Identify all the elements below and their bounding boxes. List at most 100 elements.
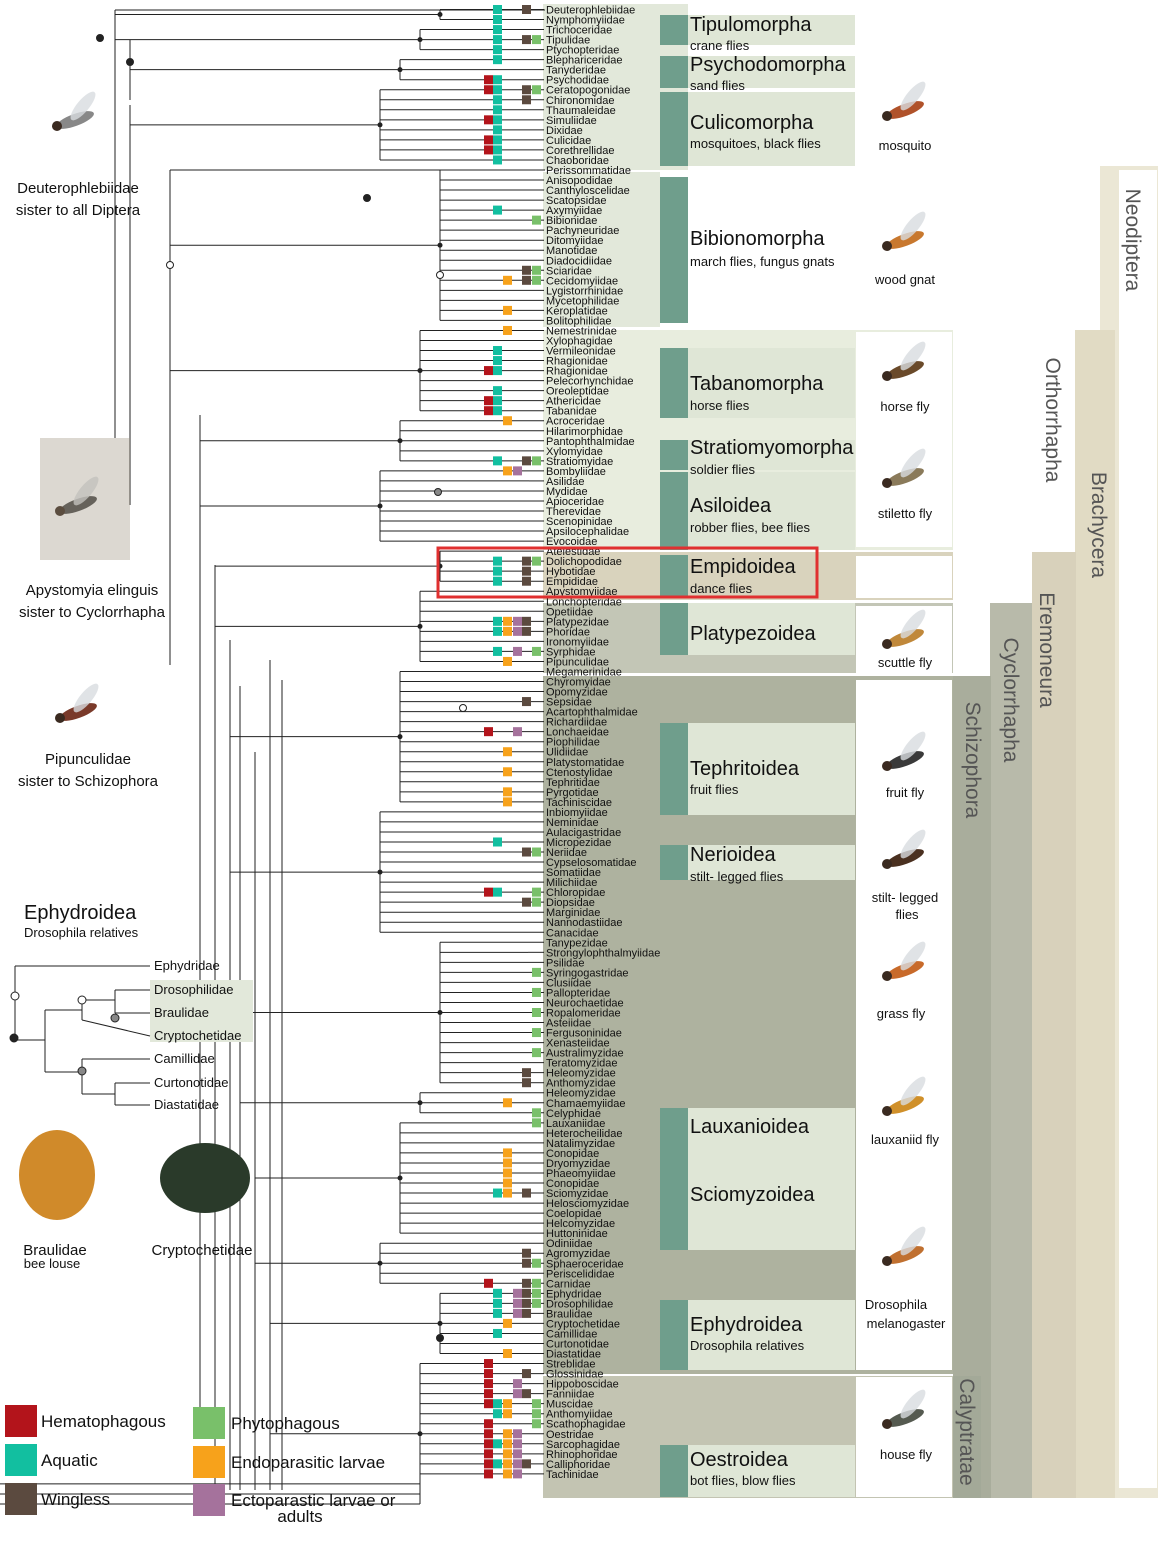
group-name: Culicomorpha: [690, 112, 814, 134]
family-label: Perissommatidae: [546, 165, 631, 177]
trait-square: [493, 145, 502, 155]
group-name: Psychodomorpha: [690, 54, 847, 76]
fly-head: [882, 371, 892, 381]
family-label: Australimyzidae: [546, 1048, 624, 1060]
trait-square: [503, 767, 512, 777]
group-name: Tipulomorpha: [690, 14, 812, 36]
trait-square: [532, 215, 541, 225]
family-label: Megamerinidae: [546, 666, 622, 678]
family-label: Teratomyzidae: [546, 1058, 618, 1070]
trait-square: [484, 1359, 493, 1369]
trait-square: [522, 1258, 531, 1268]
family-label: Keroplatidae: [546, 305, 608, 317]
group-common-name: horse flies: [690, 398, 750, 413]
trait-square: [493, 456, 502, 466]
stilt-legged-fly-picture: [882, 829, 926, 869]
family-label: Camillidae: [546, 1328, 597, 1340]
trait-square: [484, 1389, 493, 1399]
trait-square: [532, 897, 541, 907]
trait-square: [522, 1068, 531, 1078]
inset-subtitle: Drosophila relatives: [24, 925, 139, 940]
schizophora-band: [953, 676, 991, 1498]
family-label: Oestridae: [546, 1429, 594, 1441]
star-node: [166, 261, 174, 269]
fly-body: [886, 849, 924, 867]
trait-square: [513, 1429, 522, 1439]
group-name: Sciomyzoidea: [690, 1184, 815, 1206]
photo-caption: stilt- legged: [872, 890, 938, 905]
trait-square: [532, 556, 541, 566]
family-label: Diastatidae: [546, 1349, 601, 1361]
trait-square: [484, 1469, 493, 1479]
family-label: Lygistorrhinidae: [546, 285, 623, 297]
group-name: Oestroidea: [690, 1449, 789, 1471]
group-common-name: crane flies: [690, 38, 750, 53]
group-cell: [660, 1300, 855, 1370]
inset-taxon: Drosophilidae: [154, 982, 234, 997]
trait-square: [522, 275, 531, 285]
group-cell: [660, 1108, 855, 1140]
group-common-name: Drosophila relatives: [690, 1338, 805, 1353]
trait-square: [503, 797, 512, 807]
inset-node: [77, 995, 87, 1005]
legend-swatch: [5, 1483, 37, 1515]
trait-square: [484, 1459, 493, 1469]
trait-square: [513, 1469, 522, 1479]
node-dot: [377, 503, 383, 509]
trait-square: [522, 85, 531, 95]
cryptochetidae-picture: [160, 1143, 250, 1213]
group-stripe: [660, 348, 688, 418]
legend-label: Hematophagous: [41, 1412, 166, 1431]
photo-panel: [856, 556, 952, 598]
node-dot: [377, 1260, 383, 1266]
photo-caption: lauxaniid fly: [871, 1132, 939, 1147]
trait-square: [493, 5, 502, 14]
trait-square: [532, 1278, 541, 1288]
trait-square: [493, 1188, 502, 1198]
family-label: Syringogastridae: [546, 967, 629, 979]
family-label: Dolichopodidae: [546, 556, 622, 568]
photo-panel: [856, 1377, 952, 1497]
tree-branches: [0, 9, 545, 1505]
fly-wing: [900, 448, 926, 478]
trait-square: [522, 265, 531, 275]
inset-taxon: Ephydridae: [154, 958, 220, 973]
trait-square: [513, 1288, 522, 1298]
calyptratae-band: [953, 1376, 981, 1498]
trait-square: [522, 35, 531, 45]
trait-square: [484, 396, 493, 406]
braulidae-caption: bee louse: [24, 1256, 80, 1271]
fly-wing: [900, 1226, 926, 1256]
fly-wing: [900, 1076, 926, 1106]
trait-square: [493, 55, 502, 65]
node-dot: [397, 438, 403, 444]
family-label: Lonchaeidae: [546, 727, 609, 739]
legend-label: Phytophagous: [231, 1414, 340, 1433]
legend-swatch: [193, 1446, 225, 1478]
photo-caption: stiletto fly: [878, 506, 933, 521]
trait-square: [532, 1008, 541, 1017]
family-label: Rhinophoridae: [546, 1449, 618, 1461]
family-label: Deuterophlebiidae: [546, 5, 635, 17]
node-dot: [377, 122, 383, 128]
fly-head: [882, 859, 892, 869]
trait-square: [493, 1288, 502, 1298]
trait-square: [493, 1409, 502, 1419]
braulidae-caption: Braulidae: [23, 1242, 86, 1259]
trait-square: [493, 75, 502, 85]
family-label: Chironomidae: [546, 95, 614, 107]
fly-body: [886, 1096, 924, 1114]
trait-square: [484, 135, 493, 145]
family-label: Platystomatidae: [546, 757, 624, 769]
braulidae-picture: [19, 1130, 95, 1220]
group-name: Empidoidea: [690, 556, 797, 578]
family-label: Hybotidae: [546, 566, 596, 578]
family-label: Tephritidae: [546, 777, 600, 789]
group-cell: [660, 472, 855, 550]
trait-square: [532, 1028, 541, 1038]
photo-caption: scuttle fly: [878, 655, 933, 670]
photo-caption: house fly: [880, 1447, 933, 1462]
trait-square: [493, 626, 502, 636]
